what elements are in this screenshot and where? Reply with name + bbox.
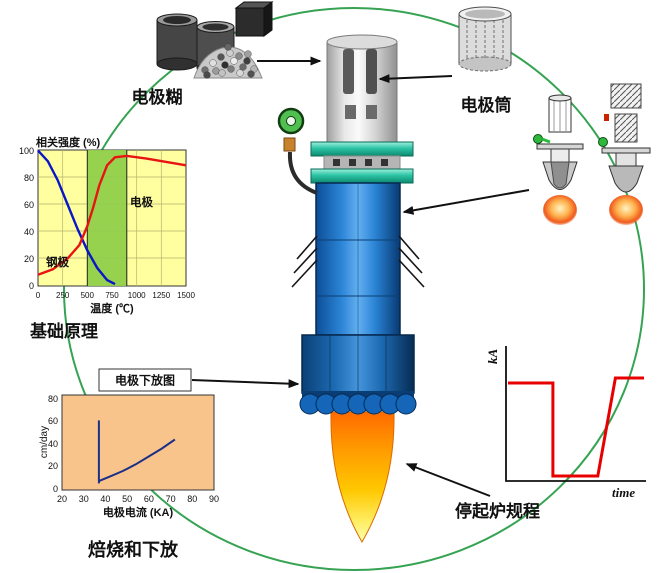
- svg-text:40: 40: [100, 494, 110, 504]
- baking-lowering-caption: 焙烧和下放: [88, 539, 179, 560]
- electrode-lowering-chart: 电极下放图 cm/day 80 60 40 20 0 20 30 40 50 6…: [39, 368, 219, 519]
- svg-text:20: 20: [48, 461, 58, 471]
- enclosing-circle: [63, 7, 645, 571]
- svg-text:60: 60: [144, 494, 154, 504]
- furnace-unit-normal: [533, 94, 584, 225]
- current-profile-line: [508, 376, 644, 478]
- scallop-ring: [299, 393, 417, 415]
- stop-start-chart: kA time: [485, 346, 646, 500]
- chart2-x-ticks: 20 30 40 50 60 70 80 90: [57, 494, 219, 504]
- strength-temperature-chart: 相关强度 (%) 100 80 60 40 20 0 0 250 500 750…: [19, 135, 195, 315]
- lowering-title-box: [98, 368, 192, 392]
- steel-series-label: 钢极: [46, 255, 69, 269]
- chart2-x-label: 电极电流 (KA): [103, 505, 174, 519]
- chart2-y-ticks: 80 60 40 20 0: [48, 394, 58, 494]
- annotation-arrows: [191, 56, 530, 497]
- svg-text:40: 40: [48, 439, 58, 449]
- svg-text:0: 0: [36, 291, 41, 300]
- casing-to-electrode-arrow: [378, 74, 453, 84]
- electrode-series-label: 电极: [130, 195, 153, 209]
- valve-icon: [598, 137, 608, 147]
- svg-text:80: 80: [24, 173, 34, 183]
- electrode-strength-curve: [37, 154, 187, 276]
- contact-flange-lower: [310, 168, 414, 184]
- svg-text:70: 70: [166, 494, 176, 504]
- paste-granules: [201, 43, 258, 79]
- svg-text:100: 100: [19, 146, 34, 156]
- svg-text:40: 40: [24, 227, 34, 237]
- svg-text:1500: 1500: [177, 291, 195, 300]
- lowering-chart-title: 电极下放图: [115, 373, 175, 388]
- stop-start-caption: 停起炉规程: [455, 501, 540, 521]
- svg-text:20: 20: [57, 494, 67, 504]
- chart1-title: 相关强度 (%): [36, 135, 100, 149]
- procedure-to-tip-arrow: [405, 463, 491, 497]
- svg-text:0: 0: [53, 484, 58, 494]
- chart1-x-label: 温度 (℃): [90, 301, 134, 315]
- chart2-y-label: cm/day: [39, 426, 50, 458]
- electrode-casing-label: 电极筒: [461, 95, 512, 115]
- svg-text:60: 60: [24, 200, 34, 210]
- svg-text:1250: 1250: [152, 291, 170, 300]
- svg-text:60: 60: [48, 416, 58, 426]
- valve-icon: [533, 134, 543, 144]
- basic-principle-caption: 基础原理: [29, 321, 98, 341]
- svg-text:80: 80: [48, 394, 58, 404]
- chart1-y-ticks: 100 80 60 40 20 0: [19, 146, 34, 291]
- electrode-paste-illustration: [156, 1, 274, 79]
- svg-text:80: 80: [187, 494, 197, 504]
- svg-text:500: 500: [81, 291, 95, 300]
- top-steel-casing: [326, 41, 398, 144]
- svg-text:250: 250: [56, 291, 70, 300]
- svg-text:90: 90: [209, 494, 219, 504]
- electrode-casing-illustration: [458, 6, 512, 72]
- electrode-paste-label: 电极糊: [132, 87, 183, 107]
- self-baking-electrode: [277, 34, 425, 543]
- steel-strength-curve: [37, 149, 116, 286]
- chart3-x-label: time: [612, 485, 635, 500]
- svg-text:50: 50: [122, 494, 132, 504]
- chart1-x-ticks: 0 250 500 750 1000 1250 1500: [36, 291, 196, 300]
- svg-text:20: 20: [24, 254, 34, 264]
- chart3-y-label: kA: [485, 349, 500, 365]
- baked-electrode-tip: [330, 411, 395, 543]
- svg-text:1000: 1000: [128, 291, 146, 300]
- svg-text:750: 750: [105, 291, 119, 300]
- furnace-unit-hatched: [598, 83, 651, 225]
- svg-text:30: 30: [79, 494, 89, 504]
- baking-zone-band: [87, 150, 127, 286]
- support-rods: [291, 235, 425, 288]
- furnace-to-electrode-arrow: [402, 189, 530, 215]
- lowering-box-to-electrode-arrow: [191, 379, 300, 389]
- contact-flange-upper: [310, 141, 414, 157]
- svg-text:0: 0: [29, 281, 34, 291]
- lowering-rate-curve: [98, 438, 176, 483]
